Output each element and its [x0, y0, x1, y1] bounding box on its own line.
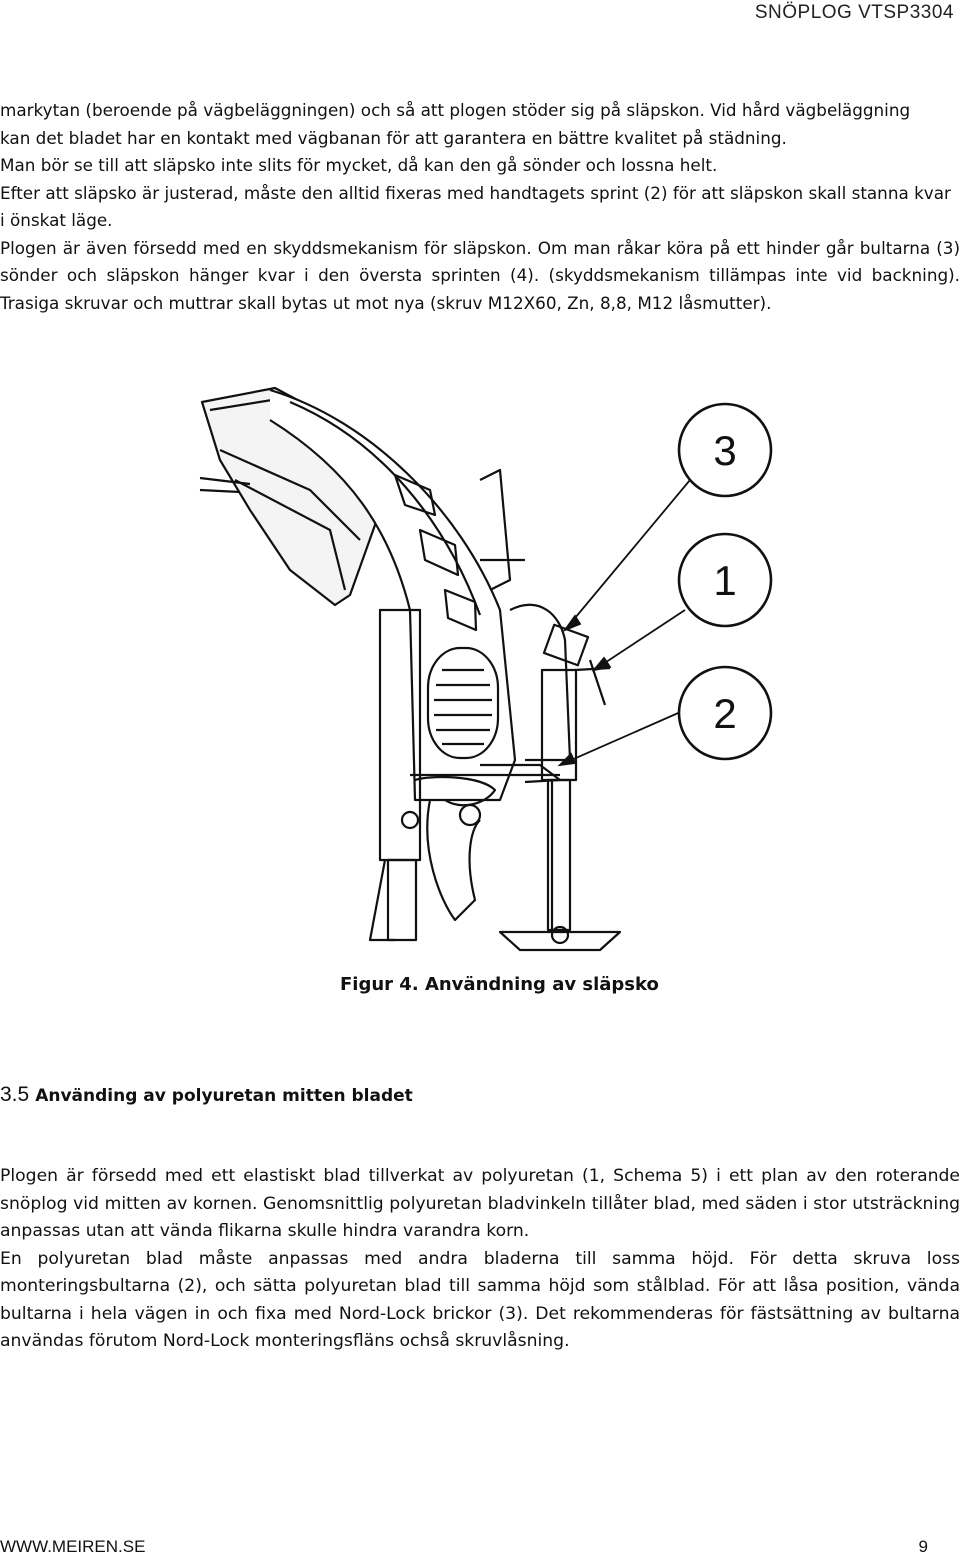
body-paragraph: Plogen är försedd med ett elastiskt blad…: [0, 1166, 960, 1241]
skid-shoe-figure: 3 1 2: [180, 380, 960, 980]
intro-line: Plogen är även försedd med en skyddsmeka…: [0, 237, 960, 313]
intro-line: kan det bladet har en kontakt med vägban…: [0, 127, 787, 148]
callout-circle-1: [677, 532, 773, 628]
figure-caption: Figur 4. Användning av släpsko: [340, 974, 659, 995]
intro-line: markytan (beroende på vägbeläggningen) o…: [0, 100, 911, 120]
section-number: 3.5: [0, 1083, 30, 1106]
callout-label: 1: [713, 557, 736, 604]
body-paragraph: En polyuretan blad måste anpassas med an…: [0, 1248, 960, 1352]
footer-website: WWW.MEIREN.SE: [0, 1537, 146, 1556]
intro-line: Man bör se till att släpsko inte slits f…: [0, 155, 718, 175]
intro-line: Efter att släpsko är justerad, måste den…: [0, 182, 951, 231]
intro-text: markytan (beroende på vägbeläggningen) o…: [0, 97, 960, 317]
skid-shoe-drawing: 3 1 2: [199, 386, 773, 952]
section-body: Plogen är försedd med ett elastiskt blad…: [0, 1163, 960, 1356]
callout-circle-2: [677, 665, 773, 761]
callout-label: 3: [713, 427, 736, 474]
section-title: Använding av polyuretan mitten bladet: [35, 1086, 413, 1106]
document-header: SNÖPLOG VTSP3304: [754, 2, 954, 23]
callout-label: 2: [713, 690, 736, 737]
page-number: 9: [918, 1537, 928, 1556]
callout-circle-3: [677, 402, 773, 498]
